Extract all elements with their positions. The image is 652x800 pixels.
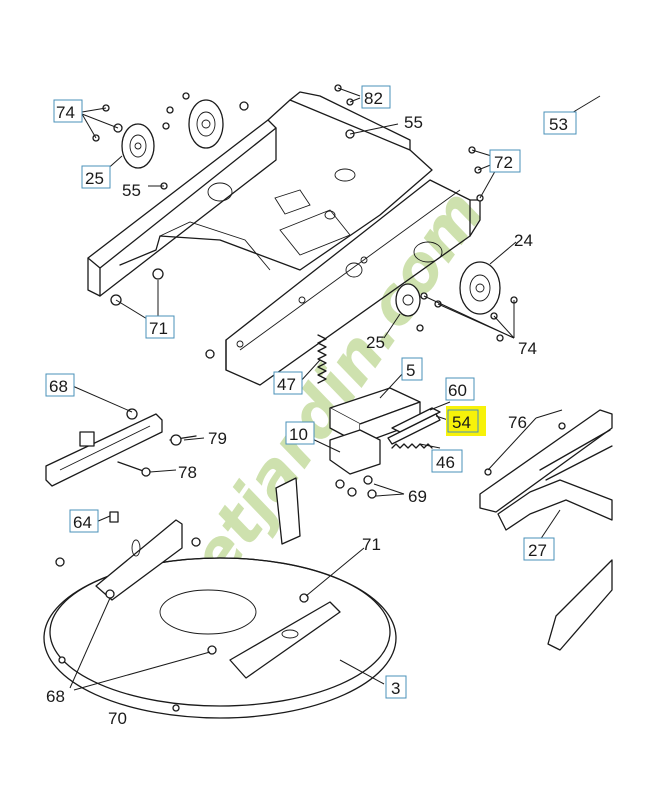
callout-47: 47 [273, 371, 303, 395]
callout-72: 72 [489, 149, 521, 173]
svg-text:72: 72 [494, 153, 513, 172]
leader-lines [67, 87, 601, 691]
label-24: 24 [514, 231, 533, 250]
callout-64: 64 [69, 509, 99, 533]
svg-text:53: 53 [549, 115, 568, 134]
label-70: 70 [108, 709, 127, 728]
hub-mid [188, 99, 224, 149]
callout-82: 82 [361, 85, 391, 109]
callout-46: 46 [431, 449, 463, 473]
svg-text:71: 71 [149, 319, 168, 338]
svg-text:47: 47 [277, 375, 296, 394]
label-55-left: 55 [122, 181, 141, 200]
label-76: 76 [508, 413, 527, 432]
label-69: 69 [408, 487, 427, 506]
left-rail [45, 408, 197, 487]
svg-text:5: 5 [406, 361, 415, 380]
svg-text:10: 10 [289, 425, 308, 444]
spring-47 [317, 334, 327, 384]
svg-text:74: 74 [56, 103, 75, 122]
callout-53: 53 [543, 111, 577, 135]
svg-text:64: 64 [73, 513, 92, 532]
svg-text:54: 54 [452, 413, 471, 432]
label-25-right: 25 [366, 333, 385, 352]
callout-68: 68 [45, 373, 75, 397]
callout-25: 25 [81, 165, 111, 189]
fasteners-top [92, 84, 518, 359]
callout-27: 27 [523, 537, 555, 561]
callout-5: 5 [401, 357, 423, 381]
callouts: 74 82 53 72 25 71 47 5 [45, 85, 577, 728]
label-68-bottom: 68 [46, 687, 65, 706]
hub-left [121, 123, 155, 169]
callout-3: 3 [385, 675, 407, 699]
svg-text:82: 82 [364, 89, 383, 108]
label-79: 79 [208, 429, 227, 448]
callout-71: 71 [145, 315, 175, 339]
chassis-frame [87, 91, 481, 386]
hub-inner [395, 283, 421, 317]
label-74-right: 74 [518, 339, 537, 358]
hub-right [459, 261, 501, 315]
svg-text:3: 3 [391, 679, 400, 698]
label-55-top: 55 [404, 113, 423, 132]
svg-text:27: 27 [528, 541, 547, 560]
svg-text:25: 25 [85, 169, 104, 188]
mower-deck [43, 477, 397, 719]
svg-text:60: 60 [448, 381, 467, 400]
label-78: 78 [178, 463, 197, 482]
handle-frame-27 [479, 409, 613, 651]
label-71-deck: 71 [362, 535, 381, 554]
callout-60: 60 [445, 377, 475, 401]
bracket-assembly [329, 387, 441, 499]
callout-74: 74 [53, 99, 83, 123]
svg-text:68: 68 [49, 377, 68, 396]
callout-54-highlighted: 54 [446, 406, 486, 436]
svg-text:46: 46 [436, 453, 455, 472]
callout-10: 10 [285, 421, 315, 445]
